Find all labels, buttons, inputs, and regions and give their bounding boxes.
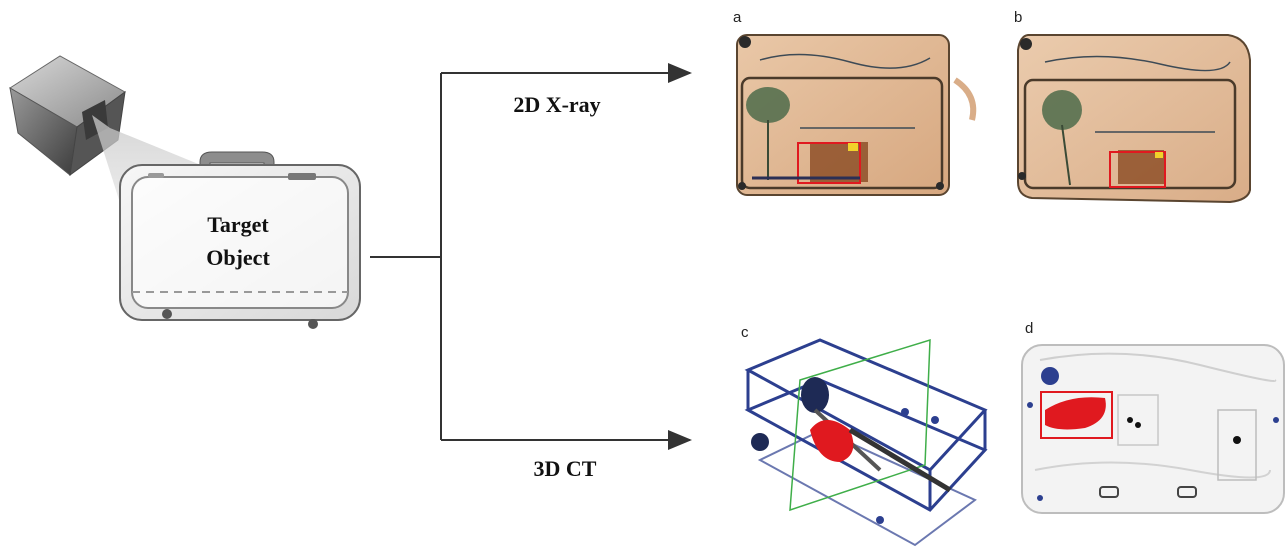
panel-c-slice-plane — [790, 340, 930, 510]
branch-connectors — [370, 73, 690, 440]
panel-d-ct-slice: d — [1022, 320, 1284, 513]
branch-3d-label: 3D CT — [534, 456, 597, 481]
panel-b-label: b — [1014, 9, 1022, 26]
panel-d-label: d — [1025, 320, 1033, 337]
target-label-line1: Target — [207, 212, 269, 237]
panel-a-label: a — [733, 9, 742, 26]
panel-b-xray-image: b — [1014, 9, 1250, 202]
panel-c-label: c — [741, 324, 749, 341]
branch-2d-label: 2D X-ray — [513, 92, 600, 117]
panel-a-xray-image: a — [733, 9, 973, 195]
target-label-line2: Object — [206, 245, 270, 270]
target-suitcase: Target Object — [120, 152, 360, 329]
panel-c-ct-render: c — [741, 324, 985, 545]
